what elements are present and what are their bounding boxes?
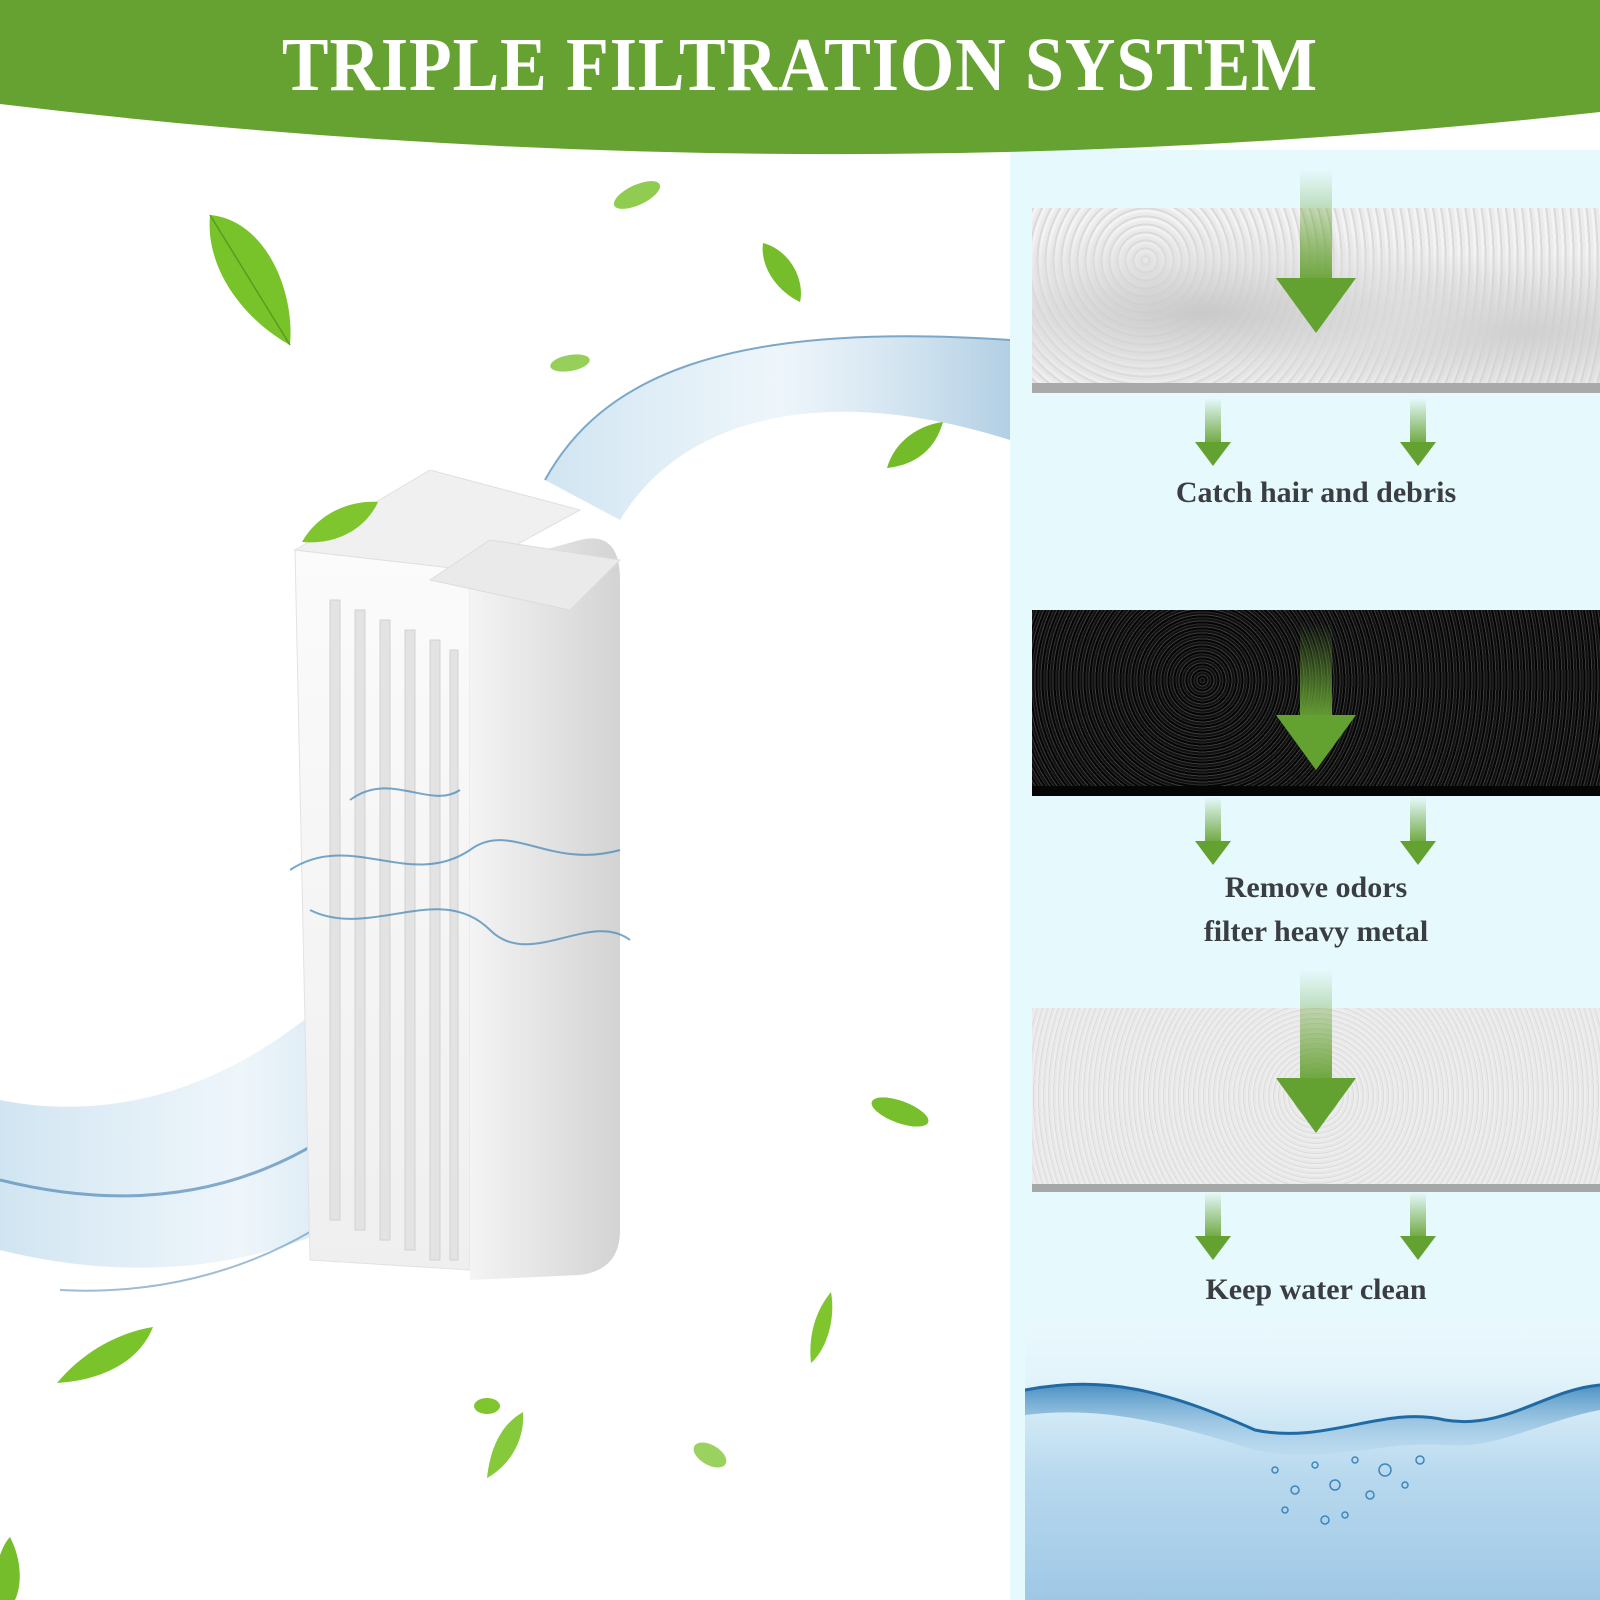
leaf-icon (209, 214, 291, 346)
down-arrow-icon (1195, 797, 1231, 865)
down-arrow-icon (1400, 797, 1436, 865)
header-banner: TRIPLE FILTRATION SYSTEM (0, 0, 1600, 160)
layer-3-caption: Keep water clean (1205, 1273, 1427, 1306)
leaf-icon (871, 1097, 929, 1127)
layer-2-caption-line-1: Remove odors (1224, 871, 1408, 904)
filter-cartridge-icon (290, 470, 631, 1280)
leaf-icon (474, 1398, 500, 1414)
leaf-icon (57, 1327, 153, 1383)
layer-divider (1032, 786, 1600, 796)
leaf-icon (762, 243, 801, 302)
leaf-icon (613, 181, 661, 209)
leaf-icon (550, 354, 590, 372)
layer-2-caption-line-2: filter heavy metal (1203, 915, 1429, 948)
down-arrow-icon (1400, 398, 1436, 466)
down-arrow-icon (1276, 970, 1356, 1140)
leaf-icon (0, 1537, 20, 1600)
leaf-icon (487, 1412, 524, 1478)
down-arrow-icon (1195, 398, 1231, 466)
leaf-icon (693, 1442, 727, 1468)
down-arrow-icon (1400, 1192, 1436, 1260)
leaf-icon (302, 501, 378, 543)
leaf-icon (887, 422, 943, 468)
layer-divider (1032, 383, 1600, 393)
down-arrow-icon (1276, 622, 1356, 772)
banner-shape (0, 0, 1600, 155)
layer-1-caption: Catch hair and debris (1175, 476, 1457, 509)
down-arrow-icon (1195, 1192, 1231, 1260)
leaf-icon (810, 1292, 833, 1363)
down-arrow-icon (1276, 170, 1356, 333)
page-title: TRIPLE FILTRATION SYSTEM (281, 23, 1319, 107)
water-wave-icon (1025, 1320, 1600, 1600)
layer-divider (1032, 1184, 1600, 1192)
